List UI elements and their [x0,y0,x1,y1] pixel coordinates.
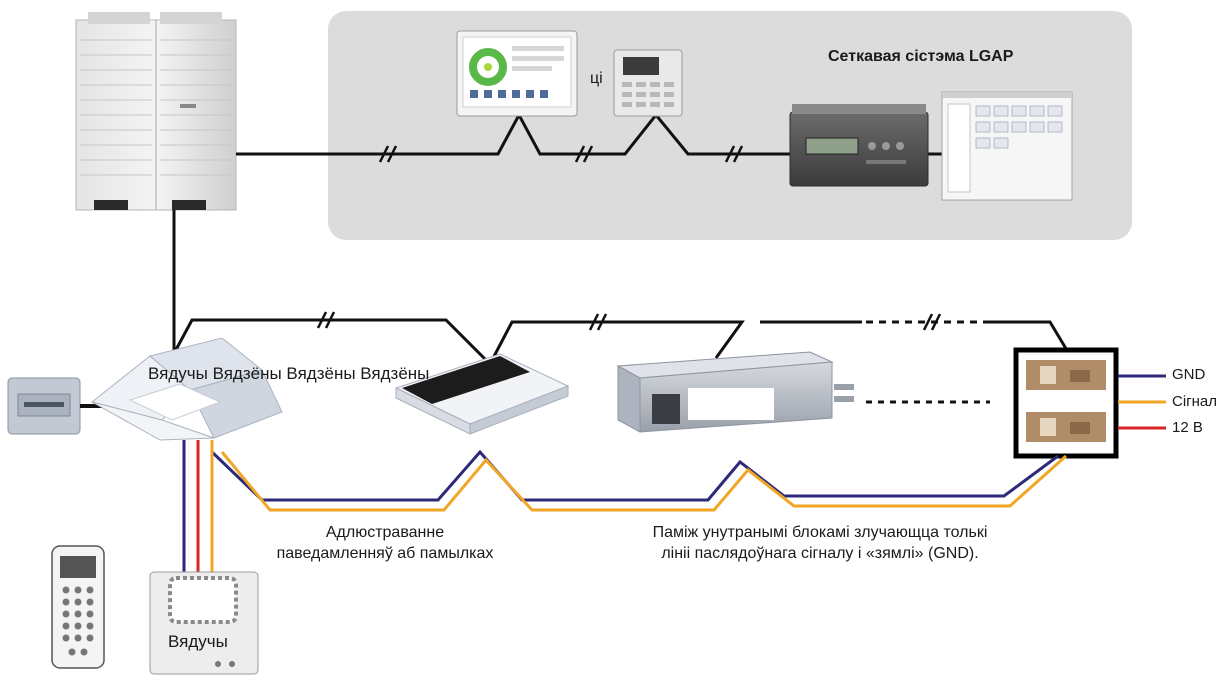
gnd-daisy-chain [210,449,1059,502]
between-units-line-1: Паміж унутранымі блокамі злучающца тольк… [652,524,988,541]
between-units-annotation: Паміж унутранымі блокамі злучающца тольк… [585,522,1055,564]
dry-contact-module [7,377,81,435]
wire-legend-lines [1118,374,1166,430]
error-display-annotation: Адлюстраванне паведамленняў аб памылках [255,522,515,564]
error-display-line-2: паведамленняў аб памылках [276,545,494,562]
cassette-unit-slave-1 [394,353,570,435]
wired-remote-controller [149,571,259,675]
between-units-line-2: лініі паслядоўнага сігналу і «зямлі» (GN… [661,545,979,562]
remote-wires [182,440,214,575]
pc-monitor [941,91,1073,201]
ducted-unit [616,351,854,433]
wire-legend-signal: Сігнал [1172,393,1218,410]
break-mark [378,145,744,163]
wire-legend-12v: 12 В [1172,419,1203,436]
indoor-units-label: Вядучы Вядзёны Вядзёны Вядзёны [148,364,430,383]
network-system-title: Сеткавая сістэма LGAP [828,48,1014,65]
wireless-remote [51,545,105,669]
wired-remote-label: Вядучы [168,632,228,651]
network-gateway [789,104,929,187]
upper-bus-line [236,111,790,156]
outdoor-unit [75,12,237,211]
lower-bus-line-end [990,320,1070,353]
or-connector-label: ці [590,70,603,87]
simple-central-controller [613,49,683,117]
cassette-unit-master [90,337,283,441]
signal-daisy-chain [220,451,1067,512]
touch-central-controller [456,30,578,117]
error-display-line-1: Адлюстраванне [325,524,445,541]
wire-legend-gnd: GND [1172,366,1206,383]
break-mark [316,311,942,331]
slave-panel [1013,347,1119,459]
